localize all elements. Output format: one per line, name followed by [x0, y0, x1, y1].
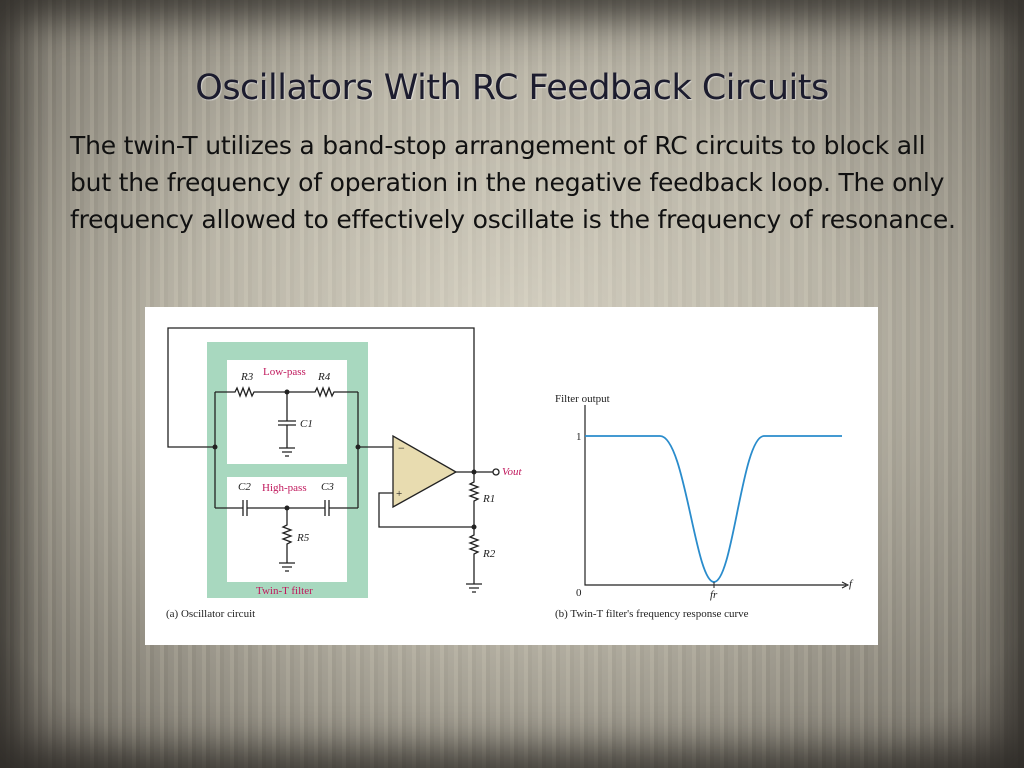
fr-tick-label: fr [710, 589, 718, 601]
r1-label: R1 [482, 493, 495, 505]
c1-capacitor [278, 392, 296, 457]
x-axis-label: f [849, 578, 854, 590]
vout-terminal [492, 468, 500, 476]
y-tick-1: 1 [576, 431, 582, 443]
twin-t-filter-label: Twin-T filter [256, 585, 313, 597]
c1-label: C1 [300, 418, 313, 430]
r5-resistor [279, 508, 295, 572]
svg-text:+: + [396, 488, 402, 500]
vout-label: Vout [502, 466, 523, 478]
slide-title: Oscillators With RC Feedback Circuits [195, 68, 829, 108]
high-pass-box [227, 477, 347, 582]
figure-svg: − + R3 R4 C1 C2 C3 R5 R1 R2 Vout Low-pass… [166, 327, 854, 620]
origin-label: 0 [576, 587, 582, 599]
c2-label: C2 [238, 481, 251, 493]
r4-label: R4 [317, 371, 331, 383]
c3-label: C3 [321, 481, 334, 493]
feedback-wire [167, 327, 475, 472]
response-caption: (b) Twin-T filter's frequency response c… [555, 608, 749, 620]
slide-body-text: The twin-T utilizes a band-stop arrangem… [70, 131, 956, 234]
op-amp [392, 434, 458, 509]
r2-label: R2 [482, 548, 496, 560]
oscillator-circuit [167, 327, 500, 598]
r5-label: R5 [296, 532, 310, 544]
svg-text:−: − [398, 441, 405, 455]
high-pass-label: High-pass [262, 482, 307, 494]
plot-axes [584, 405, 846, 586]
low-pass-label: Low-pass [263, 366, 306, 378]
y-axis-label: Filter output [555, 393, 610, 405]
r3-label: R3 [240, 371, 254, 383]
figure-panel: − + R3 R4 C1 C2 C3 R5 R1 R2 Vout Low-pass… [145, 307, 878, 645]
frequency-response-plot: Filter output 1 0 fr f (b) Twin-T filter… [555, 393, 854, 620]
response-curve [585, 435, 842, 583]
wires [214, 392, 393, 508]
circuit-caption: (a) Oscillator circuit [166, 608, 255, 620]
